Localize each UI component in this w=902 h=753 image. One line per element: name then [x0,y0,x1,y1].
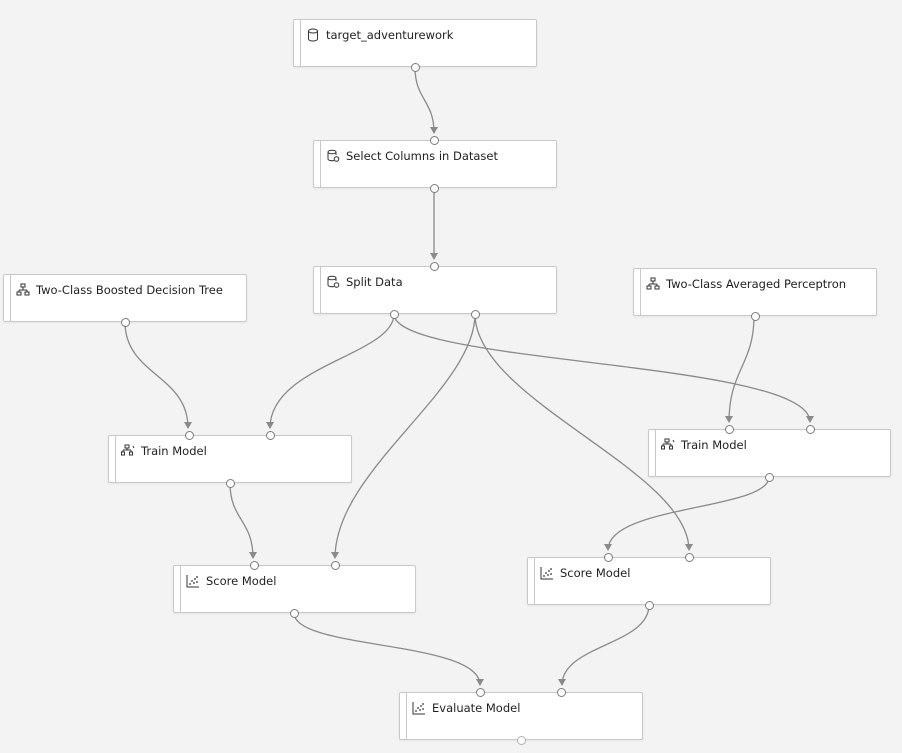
node-header: Evaluate Model [412,699,520,717]
output-port[interactable] [226,479,235,488]
output-port[interactable] [121,318,130,327]
database-icon [306,28,320,42]
output-port[interactable] [430,184,439,193]
select-columns-node[interactable]: Select Columns in Dataset [313,136,557,193]
output-port[interactable] [751,312,760,321]
averaged-perceptron-node[interactable]: Two-Class Averaged Perceptron [633,268,877,321]
node-header: Score Model [186,572,276,590]
input-port-2[interactable] [331,561,340,570]
node-label: Train Model [681,438,747,452]
node-label: Select Columns in Dataset [346,149,498,163]
node-header: target_adventurework [306,26,453,44]
connection-edge[interactable] [604,476,770,551]
node-header: Two-Class Boosted Decision Tree [16,281,223,299]
node-header: Select Columns in Dataset [326,147,498,165]
output-port[interactable] [517,736,526,745]
connection-edge[interactable] [558,604,650,686]
input-port-1[interactable] [250,561,259,570]
connection-edge[interactable] [414,66,438,134]
output-port[interactable] [765,473,774,482]
input-port-2[interactable] [266,431,275,440]
node-label: Score Model [560,566,631,580]
input-port[interactable] [430,262,439,271]
dataset-node[interactable]: target_adventurework [293,19,537,72]
score-model-right-node[interactable]: Score Model [527,553,771,610]
score-model-icon [186,574,200,588]
score-model-icon [540,566,554,580]
connection-edge[interactable] [124,321,192,429]
split-data-node[interactable]: Split Data [313,262,557,319]
input-port-2[interactable] [685,553,694,562]
node-label: Two-Class Boosted Decision Tree [36,283,223,297]
data-transform-icon [326,275,340,289]
output-port[interactable] [645,601,654,610]
data-transform-icon [326,149,340,163]
connection-edge[interactable] [393,313,814,423]
connection-edge[interactable] [474,313,693,551]
connection-edge[interactable] [293,612,484,686]
node-label: Score Model [206,574,277,588]
node-header: Split Data [326,273,403,291]
node-label: Train Model [141,444,207,458]
connection-edge[interactable] [725,315,755,423]
train-model-icon [121,444,135,458]
score-model-left-node[interactable]: Score Model [173,561,416,618]
model-tree-icon [16,283,30,297]
output-port[interactable] [411,63,420,72]
connection-edge[interactable] [229,482,257,559]
input-port-1[interactable] [725,425,734,434]
input-port[interactable] [430,136,439,145]
train-model-right-node[interactable]: Train Model [648,425,891,482]
train-model-left-node[interactable]: Train Model [108,431,352,488]
output-port-2[interactable] [471,310,480,319]
node-label: target_adventurework [326,28,454,42]
model-tree-icon [646,277,660,291]
node-label: Split Data [346,275,403,289]
node-header: Train Model [661,436,747,454]
node-label: Two-Class Averaged Perceptron [666,277,847,291]
score-model-icon [412,701,426,715]
node-header: Score Model [540,564,630,582]
train-model-icon [661,438,675,452]
node-label: Evaluate Model [432,701,521,715]
input-port-1[interactable] [476,688,485,697]
input-port-2[interactable] [557,688,566,697]
input-port-1[interactable] [604,553,613,562]
node-header: Train Model [121,442,207,460]
evaluate-model-node[interactable]: Evaluate Model [399,688,643,745]
node-header: Two-Class Averaged Perceptron [646,275,846,293]
boosted-decision-tree-node[interactable]: Two-Class Boosted Decision Tree [3,274,247,327]
input-port-1[interactable] [185,431,194,440]
output-port[interactable] [290,609,299,618]
output-port-1[interactable] [390,310,399,319]
input-port-2[interactable] [806,425,815,434]
pipeline-connections [124,66,814,686]
connection-edge[interactable] [331,313,476,559]
connection-edge[interactable] [266,313,395,429]
